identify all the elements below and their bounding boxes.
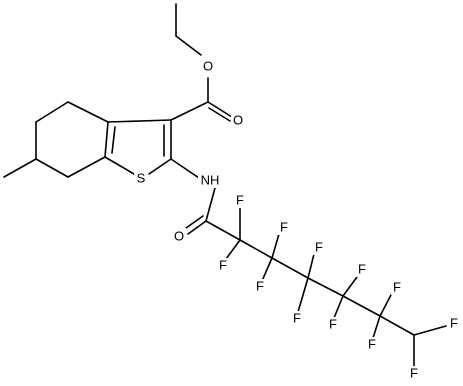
atom-label-f: F [358, 262, 366, 277]
bond [307, 277, 344, 297]
atom-label-f: F [280, 220, 288, 235]
atom-label-f: F [393, 280, 401, 295]
bond [342, 295, 381, 317]
atom-label-f: F [410, 366, 418, 381]
atom-label-o: O [203, 59, 213, 74]
bond [261, 257, 273, 282]
bond [35, 101, 69, 123]
bond [333, 295, 344, 319]
bond [205, 220, 241, 241]
bond [271, 257, 309, 279]
atom-label-f: F [450, 316, 458, 331]
atom-labels: O O S NH O F F F F F F F F F F F F [134, 58, 460, 381]
bond-lines [3, 3, 447, 368]
atom-label-f: F [329, 317, 337, 332]
bond [107, 119, 172, 123]
bond [379, 315, 415, 336]
bond [104, 156, 135, 175]
bond [111, 126, 116, 154]
bond [170, 101, 209, 121]
bond [67, 101, 109, 123]
bond [205, 187, 216, 222]
atom-label-s: S [137, 171, 146, 186]
atom-label-f: F [236, 193, 244, 208]
bond [67, 156, 106, 178]
bond [185, 215, 204, 229]
bond [307, 253, 315, 279]
atom-label-f: F [219, 258, 227, 273]
bond [3, 158, 37, 178]
atom-label-f: F [315, 240, 323, 255]
bond [413, 325, 447, 336]
bond [187, 220, 207, 235]
atom-label-o: O [174, 229, 184, 244]
bond [170, 158, 200, 179]
bond [239, 239, 273, 259]
bond [208, 107, 231, 122]
bond [225, 239, 241, 260]
bond [271, 233, 280, 259]
bond [379, 292, 393, 317]
bond [35, 158, 69, 178]
atom-label-f: F [256, 279, 264, 294]
bond [207, 101, 233, 118]
bond [372, 315, 381, 339]
bond [342, 276, 358, 297]
atom-label-f: F [368, 337, 376, 352]
atom-label-nh: NH [201, 173, 220, 188]
atom-label-f: F [293, 311, 301, 326]
bond [148, 158, 172, 175]
atom-label-o: O [233, 113, 243, 128]
bond [297, 277, 309, 313]
bond [104, 121, 109, 158]
bond [175, 35, 202, 56]
